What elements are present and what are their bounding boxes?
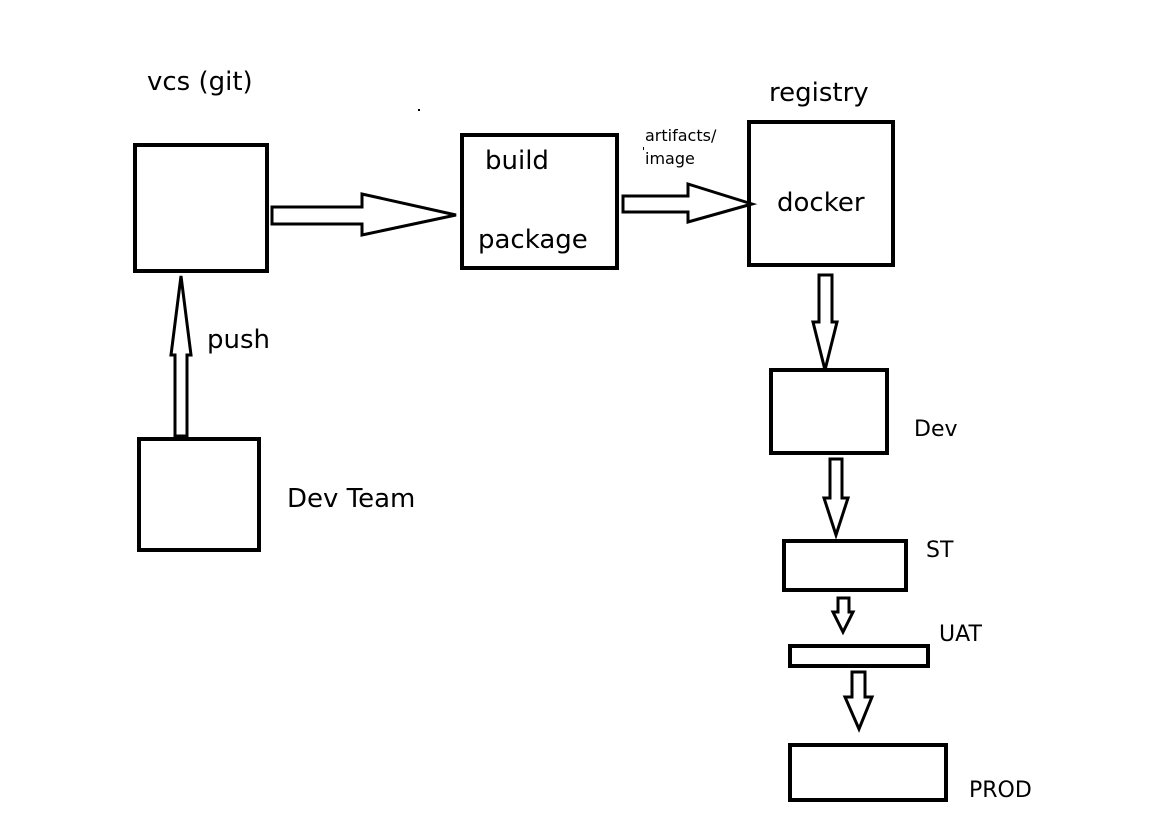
- stray-mark: [643, 147, 644, 150]
- dev-team-label: Dev Team: [287, 484, 416, 514]
- vcs-label: vcs (git): [147, 67, 253, 97]
- dev-env-box: [769, 368, 889, 455]
- registry-label: registry: [769, 78, 869, 108]
- push-arrow: [169, 275, 193, 438]
- dev-to-st-arrow: [821, 457, 851, 540]
- dev-env-label: Dev: [914, 417, 958, 442]
- st-env-label: ST: [926, 538, 954, 563]
- uat-env-label: UAT: [939, 622, 982, 647]
- artifacts-label-line2: image: [645, 149, 695, 168]
- dev-team-box: [137, 437, 261, 552]
- build-label: build: [485, 146, 549, 176]
- st-to-uat-arrow: [830, 596, 856, 636]
- push-label: push: [207, 325, 271, 355]
- uat-to-prod-arrow: [842, 670, 875, 733]
- docker-to-dev-arrow: [811, 273, 839, 371]
- vcs-to-build-arrow: [270, 192, 457, 237]
- prod-env-label: PROD: [969, 778, 1032, 803]
- package-label: package: [478, 225, 588, 255]
- uat-env-box: [788, 644, 930, 668]
- prod-env-box: [788, 743, 948, 802]
- docker-box: [747, 120, 895, 267]
- build-package-box: [460, 133, 619, 270]
- build-to-docker-arrow: [621, 181, 758, 224]
- st-env-box: [782, 539, 908, 592]
- artifacts-label-line1: artifacts/: [645, 126, 717, 145]
- docker-label: docker: [777, 188, 865, 218]
- stray-mark: [418, 109, 420, 111]
- vcs-box: [133, 143, 269, 273]
